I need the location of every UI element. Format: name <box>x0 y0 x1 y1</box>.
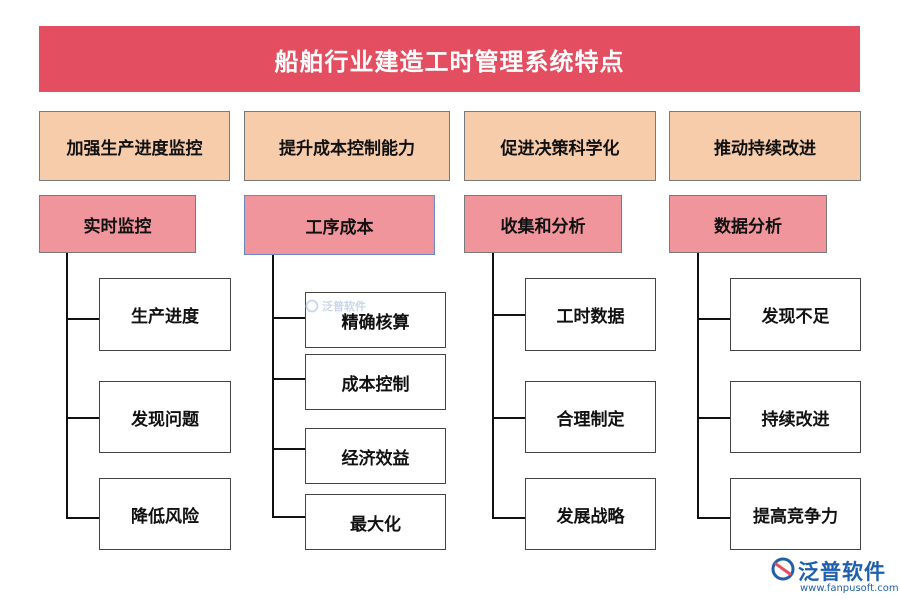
category-continuous-improvement: 推动持续改进 <box>669 111 861 181</box>
subcategory-label: 收集和分析 <box>500 216 586 237</box>
leaf-node: 工时数据 <box>525 278 656 351</box>
leaf-label: 持续改进 <box>761 409 830 430</box>
leaf-label: 精确核算 <box>341 312 410 333</box>
brand-logo-text: 泛普软件 <box>798 560 886 584</box>
leaf-node: 最大化 <box>305 494 446 550</box>
leaf-label: 提高竞争力 <box>753 506 838 527</box>
category-label: 推动持续改进 <box>714 138 816 159</box>
leaf-node: 发展战略 <box>525 478 656 550</box>
connector-branch <box>492 314 525 316</box>
category-label: 促进决策科学化 <box>500 138 620 159</box>
connector-branch <box>492 517 525 519</box>
subcategory-label: 数据分析 <box>714 216 782 237</box>
subcategory-collect-analyze: 收集和分析 <box>464 195 622 253</box>
subcategory-label: 实时监控 <box>83 216 152 237</box>
watermark: 泛普软件 <box>305 298 366 314</box>
leaf-label: 成本控制 <box>341 374 410 395</box>
category-label: 提升成本控制能力 <box>279 138 415 159</box>
connector-branch <box>66 318 99 320</box>
brand-logo-url: www.fanpusoft.com <box>800 583 899 594</box>
leaf-label: 发现问题 <box>131 409 199 430</box>
subcategory-process-cost: 工序成本 <box>244 195 435 255</box>
leaf-label: 降低风险 <box>131 506 199 527</box>
leaf-node: 合理制定 <box>525 381 656 453</box>
connector-branch <box>66 417 99 419</box>
diagram-title: 船舶行业建造工时管理系统特点 <box>274 47 625 76</box>
connector-trunk <box>66 253 68 519</box>
subcategory-realtime-monitoring: 实时监控 <box>39 195 196 253</box>
connector-trunk <box>697 253 699 519</box>
title-banner: 船舶行业建造工时管理系统特点 <box>39 26 860 92</box>
brand-logo: 泛普软件 www.fanpusoft.com <box>770 556 899 596</box>
leaf-node: 发现问题 <box>99 381 231 453</box>
leaf-label: 经济效益 <box>341 448 410 469</box>
connector-branch <box>272 516 305 518</box>
connector-branch <box>66 517 99 519</box>
leaf-label: 生产进度 <box>131 307 199 327</box>
category-production-monitoring: 加强生产进度监控 <box>39 111 230 181</box>
leaf-node: 经济效益 <box>305 428 446 484</box>
leaf-node: 持续改进 <box>730 381 861 453</box>
subcategory-label: 工序成本 <box>305 217 374 238</box>
leaf-node: 发现不足 <box>730 278 861 351</box>
leaf-label: 发展战略 <box>556 506 625 527</box>
brand-logo-icon <box>771 557 795 581</box>
leaf-node: 降低风险 <box>99 478 231 550</box>
leaf-label: 最大化 <box>350 514 401 535</box>
connector-branch <box>272 378 305 380</box>
connector-branch <box>272 317 305 319</box>
category-scientific-decision: 促进决策科学化 <box>464 111 656 181</box>
leaf-node: 生产进度 <box>99 278 231 351</box>
leaf-label: 合理制定 <box>556 409 625 430</box>
leaf-label: 工时数据 <box>556 307 625 327</box>
connector-branch <box>697 417 730 419</box>
watermark-text: 泛普软件 <box>322 300 366 313</box>
connector-branch <box>492 417 525 419</box>
watermark-logo-icon <box>305 299 319 313</box>
connector-branch <box>272 448 305 450</box>
leaf-node: 精确核算 <box>305 292 446 348</box>
subcategory-data-analysis: 数据分析 <box>669 195 827 253</box>
connector-trunk <box>272 255 274 518</box>
category-label: 加强生产进度监控 <box>66 138 203 159</box>
leaf-node: 成本控制 <box>305 354 446 410</box>
connector-trunk <box>492 253 494 519</box>
leaf-node: 提高竞争力 <box>730 478 861 550</box>
leaf-label: 发现不足 <box>761 307 830 327</box>
connector-branch <box>697 517 730 519</box>
category-cost-control: 提升成本控制能力 <box>244 111 450 181</box>
connector-branch <box>697 318 730 320</box>
